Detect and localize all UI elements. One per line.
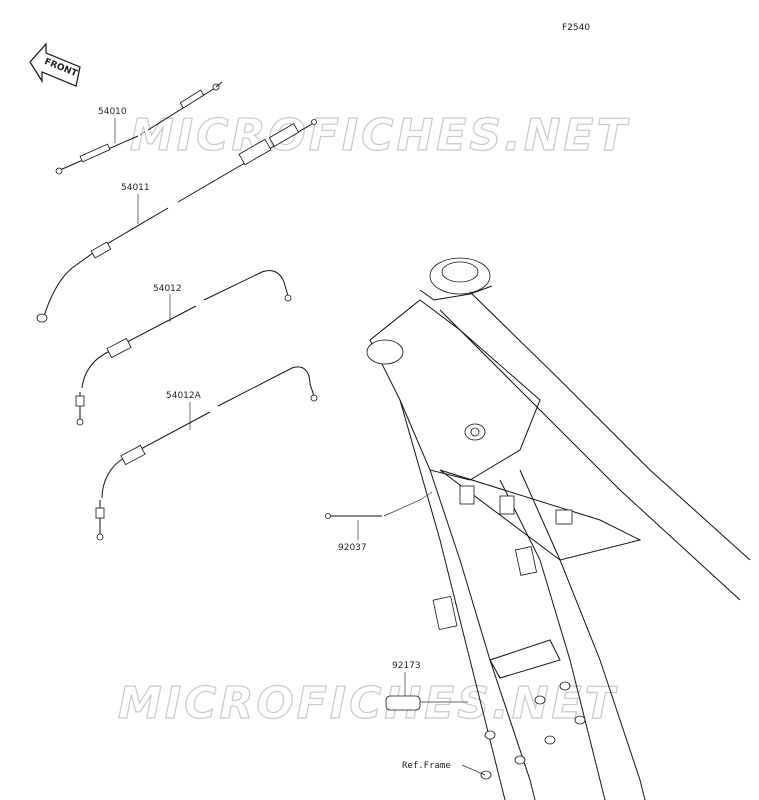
cable-54012a bbox=[95, 366, 318, 541]
cable-54012 bbox=[75, 269, 292, 426]
clamp-92037 bbox=[325, 491, 433, 519]
ref-frame-label: Ref.Frame bbox=[402, 761, 451, 771]
part-label-92037: 92037 bbox=[338, 543, 367, 553]
watermark-bottom: MICROFICHES.NET bbox=[118, 678, 618, 729]
frame-drawing bbox=[366, 257, 751, 800]
watermark-top: MICROFICHES.NET bbox=[130, 110, 630, 161]
cable-54011 bbox=[36, 119, 317, 323]
figure-code: F2540 bbox=[562, 23, 590, 33]
part-label-54011: 54011 bbox=[121, 183, 150, 193]
part-label-54012a: 54012A bbox=[166, 391, 202, 401]
clamp-92173 bbox=[385, 695, 468, 711]
front-arrow-icon: FRONT bbox=[29, 42, 81, 87]
cable-54010 bbox=[55, 81, 223, 175]
part-label-54012: 54012 bbox=[153, 284, 182, 294]
part-label-54010: 54010 bbox=[98, 107, 127, 117]
part-label-92173: 92173 bbox=[392, 661, 421, 671]
